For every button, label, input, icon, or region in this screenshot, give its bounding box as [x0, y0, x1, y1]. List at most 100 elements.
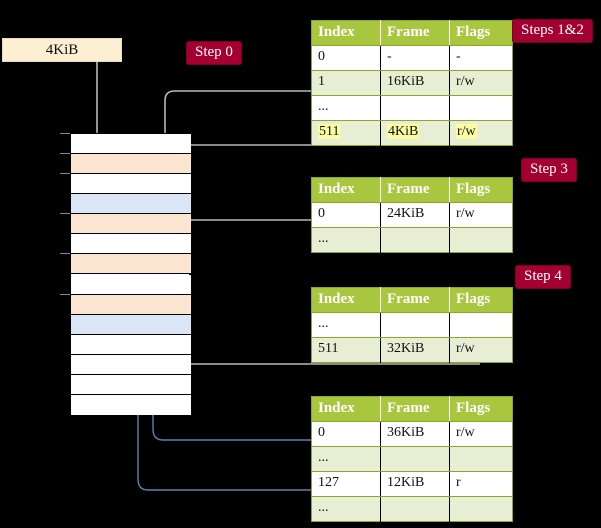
table-row: 511 4KiB r/w — [311, 120, 513, 146]
table-cell-flags: r/w — [449, 202, 513, 228]
memory-frame-row — [71, 194, 191, 215]
table-cell-index: 1 — [311, 70, 381, 96]
badge-step-4: Step 4 — [515, 265, 571, 289]
memory-frame-row — [71, 254, 191, 275]
column-header-index: Index — [311, 20, 381, 46]
table-cell-index: 511 — [311, 120, 381, 146]
memory-frame-row — [71, 314, 191, 335]
table-cell-frame: 12KiB — [380, 471, 450, 497]
column-header-index: Index — [311, 396, 381, 422]
memory-tick — [60, 253, 70, 255]
column-header-flags: Flags — [449, 20, 513, 46]
table-cell-flags — [449, 227, 513, 253]
table-cell-flags: - — [449, 45, 513, 71]
table-cell-frame: 24KiB — [380, 202, 450, 228]
memory-tick — [60, 173, 70, 175]
table-cell-flags — [449, 95, 513, 121]
table-row: ... — [311, 446, 513, 472]
table-cell-frame: 36KiB — [380, 421, 450, 447]
table-cell-frame — [380, 312, 450, 338]
table-cell-flags: r/w — [449, 120, 513, 146]
physical-memory-block — [70, 133, 191, 415]
memory-frame-row — [71, 394, 191, 415]
table-cell-frame — [380, 446, 450, 472]
table-cell-frame: 16KiB — [380, 70, 450, 96]
source-frame-box: 4KiB — [2, 38, 122, 62]
table-cell-flags — [449, 446, 513, 472]
table-cell-index: ... — [311, 227, 381, 253]
table-cell-frame: - — [380, 45, 450, 71]
table-cell-index: 0 — [311, 45, 381, 71]
table-cell-index: 511 — [311, 337, 381, 363]
table-row: ... — [311, 95, 513, 121]
column-header-frame: Frame — [380, 287, 450, 313]
column-header-flags: Flags — [449, 177, 513, 203]
memory-frame-row — [71, 214, 191, 235]
table-cell-frame — [380, 496, 450, 522]
memory-frame-row — [71, 174, 191, 195]
table-cell-flags: r — [449, 471, 513, 497]
table-cell-index: 0 — [311, 421, 381, 447]
table-cell-index: ... — [311, 95, 381, 121]
memory-tick — [60, 153, 70, 155]
column-header-frame: Frame — [380, 177, 450, 203]
memory-frame-row — [71, 334, 191, 355]
column-header-index: Index — [311, 177, 381, 203]
table-cell-frame: 4KiB — [380, 120, 450, 146]
table-cell-flags: r/w — [449, 421, 513, 447]
column-header-frame: Frame — [380, 396, 450, 422]
memory-frame-row — [71, 234, 191, 255]
memory-frame-row — [71, 374, 191, 395]
table-cell-index: 127 — [311, 471, 381, 497]
badge-steps-1-2: Steps 1&2 — [512, 19, 593, 43]
source-frame-label: 4KiB — [45, 42, 79, 58]
table-cell-frame — [380, 227, 450, 253]
wire-step0 — [92, 47, 104, 146]
column-header-flags: Flags — [449, 287, 513, 313]
table-cell-flags — [449, 496, 513, 522]
memory-frame-row — [71, 154, 191, 175]
table-row: ... — [311, 227, 513, 253]
column-header-index: Index — [311, 287, 381, 313]
column-header-flags: Flags — [449, 396, 513, 422]
table-cell-index: ... — [311, 312, 381, 338]
memory-frame-row — [71, 134, 191, 155]
table-cell-index: 0 — [311, 202, 381, 228]
column-header-frame: Frame — [380, 20, 450, 46]
table-row: ... — [311, 312, 513, 338]
memory-tick — [60, 133, 70, 134]
highlighted-value: 4KiB — [387, 124, 420, 139]
wire-level1-entry511 — [177, 144, 480, 166]
memory-frame-row — [71, 274, 191, 295]
memory-tick — [60, 293, 70, 295]
badge-step-3: Step 3 — [521, 158, 577, 182]
memory-frame-row — [71, 294, 191, 315]
table-cell-frame: 32KiB — [380, 337, 450, 363]
highlighted-value: r/w — [456, 124, 477, 139]
table-cell-index: ... — [311, 496, 381, 522]
table-row: 0-- — [311, 45, 513, 71]
memory-tick — [60, 213, 70, 215]
table-cell-flags — [449, 312, 513, 338]
table-cell-flags: r/w — [449, 70, 513, 96]
table-cell-frame — [380, 95, 450, 121]
highlighted-value: 511 — [318, 124, 341, 139]
table-row: ... — [311, 496, 513, 522]
badge-step-0: Step 0 — [186, 41, 242, 65]
table-cell-flags: r/w — [449, 337, 513, 363]
memory-frame-row — [71, 354, 191, 375]
table-cell-index: ... — [311, 446, 381, 472]
